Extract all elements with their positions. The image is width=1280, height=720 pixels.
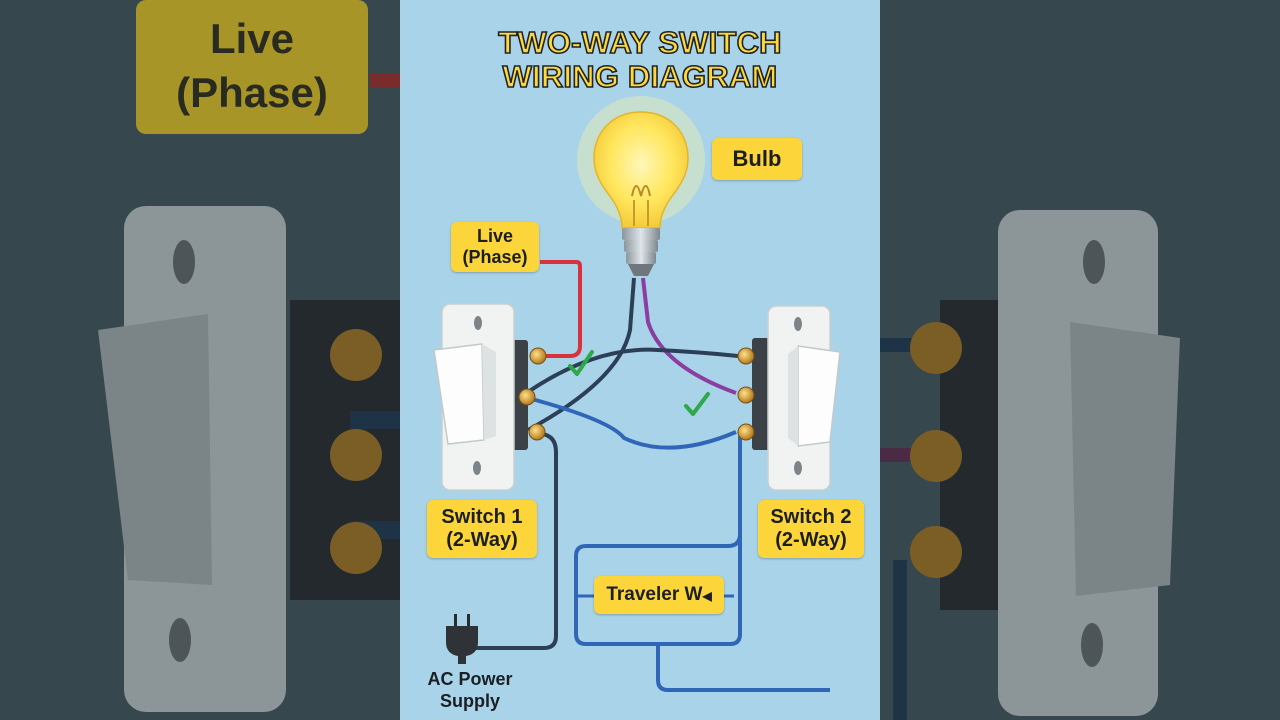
background-left: Live (Phase) [0,0,400,720]
switch-2-label: Switch 2 (2-Way) [758,500,864,558]
switch-1-label-line-1: Switch 1 [441,506,523,528]
traveler-bottom-wire [527,396,737,450]
check-icon [568,350,594,376]
wiring-diagram [433,96,841,692]
live-label-line-2: (Phase) [462,247,528,267]
switch-1-terminals [518,347,547,441]
check-icon [684,392,710,416]
ac-label-line-1: AC Power [427,669,513,689]
bulb-label: Bulb [712,138,802,180]
title-line-1: TWO-WAY SWITCH [497,25,782,61]
background-phase-text: (Phase) [176,69,328,116]
bulb-switch2-wire [641,277,737,395]
diagram-panel: TWO-WAY SWITCH WIRING DIAGRAM Bulb Live … [400,0,880,720]
ac-power-supply-label: AC Power Supply [416,668,524,712]
switch-2-icon [752,305,841,491]
diagram-title: TWO-WAY SWITCH WIRING DIAGRAM [400,25,880,95]
supply-wire [464,432,558,650]
live-phase-label: Live (Phase) [451,222,539,272]
background-switch-right [880,210,1180,720]
background-live-text: Live [209,15,295,62]
background-right [880,0,1280,720]
live-label-line-1: Live [476,226,514,246]
ac-label-line-2: Supply [439,691,500,711]
traveler-top-wire [526,347,739,394]
switch-2-label-line-2: (2-Way) [775,529,847,551]
truncation-arrow-icon: ◀ [702,589,712,603]
traveler-exit-wire [656,646,830,692]
live-wire [540,260,582,358]
traveler-label-text: Traveler W [606,584,703,605]
bulb-neutral-wire [527,277,636,432]
switch-2-terminals [737,347,755,441]
background-switch-left [98,73,400,712]
switch-1-label: Switch 1 (2-Way) [427,500,537,558]
traveler-loop-wire [574,436,742,646]
traveler-wire-label: Traveler W◀ [594,576,724,614]
background-live-label: Live (Phase) [136,0,368,134]
switch-2-label-line-1: Switch 2 [770,506,852,528]
switch-1-label-line-2: (2-Way) [446,529,518,551]
switch-1-icon [433,303,528,491]
title-line-2: WIRING DIAGRAM [502,59,778,95]
wires [464,260,830,692]
plug-icon [446,614,478,664]
bulb-icon [577,96,705,276]
